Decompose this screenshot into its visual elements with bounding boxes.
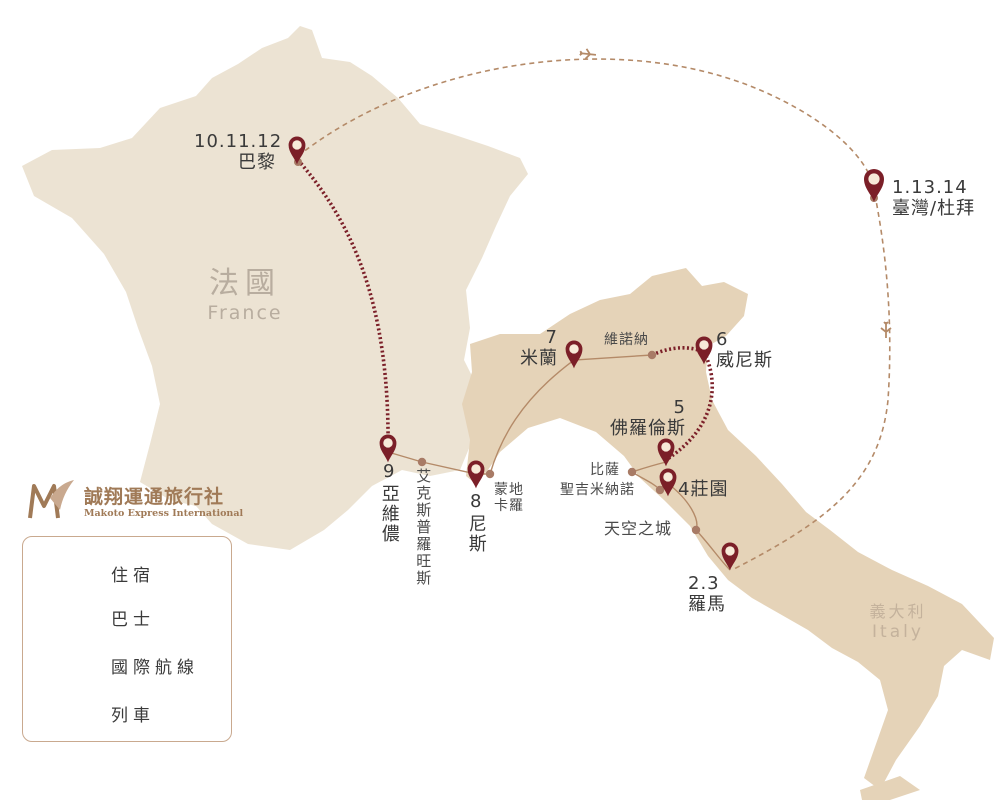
stop-label-verona: 維諾納 <box>604 332 649 348</box>
stop-label-nice-days: 8 <box>470 491 483 512</box>
legend-item-train: 列車 <box>111 706 155 726</box>
france-landmass <box>22 26 528 550</box>
italy-landmass <box>462 268 994 790</box>
legend-item-flight: 國際航線 <box>111 658 199 678</box>
company-name: 誠翔運通旅行社 <box>84 486 225 508</box>
country-label-italy: 義大利 Italy <box>869 602 927 642</box>
legend-item-lodging: 住宿 <box>111 566 155 586</box>
train-route-venice-florence <box>665 355 714 462</box>
stop-label-avignon: 亞維儂 <box>378 484 400 544</box>
stop-label-manor: 4莊園 <box>678 479 729 500</box>
stop-marker-san-gimignano <box>655 485 665 495</box>
airplane-icon <box>880 321 892 338</box>
stop-label-monaco: 蒙地卡羅 <box>494 482 524 515</box>
stop-marker-aix <box>417 457 427 467</box>
map-legend: 住宿 巴士 國際航線 列車 <box>22 536 232 742</box>
company-name-en: Makoto Express International <box>84 508 244 519</box>
stop-label-civita: 天空之城 <box>604 519 673 538</box>
legend-item-bus: 巴士 <box>111 610 155 630</box>
map-pin-icon[interactable] <box>467 460 485 489</box>
stop-label-nice: 尼斯 <box>465 514 487 554</box>
airplane-icon <box>579 48 597 60</box>
sicily-landmass <box>860 776 920 800</box>
stop-marker-pisa <box>627 467 637 477</box>
stop-marker-monaco <box>485 469 495 479</box>
stop-label-aix: 艾克斯普羅旺斯 <box>414 468 433 587</box>
stop-marker-civita <box>691 525 701 535</box>
stop-label-avignon-days: 9 <box>383 461 396 482</box>
company-logo: 誠翔運通旅行社 Makoto Express International <box>26 478 246 526</box>
map-pin-icon[interactable] <box>864 169 884 202</box>
stop-marker-verona <box>647 350 657 360</box>
stop-label-san-gimignano: 聖吉米納諾 <box>560 482 635 498</box>
country-label-france: 法國 France <box>207 266 283 324</box>
M-wing-logo-icon <box>28 480 74 519</box>
stop-label-pisa: 比薩 <box>590 462 620 478</box>
